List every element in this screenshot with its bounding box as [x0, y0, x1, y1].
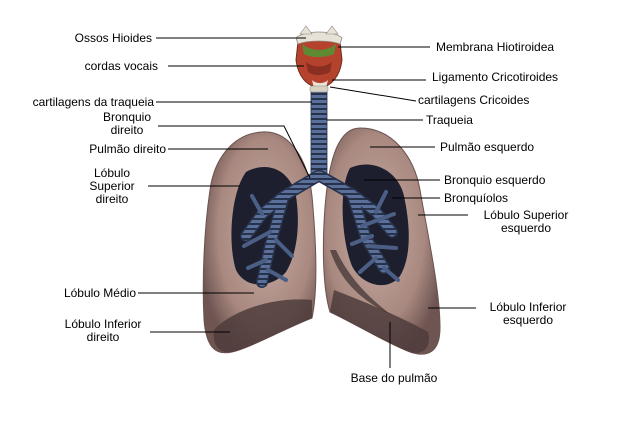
label-lobulo-inferior-esquerdo-line2: esquerdo: [502, 313, 554, 327]
left-lung-base-shadow: [330, 290, 430, 353]
label-pulmao-esquerdo: Pulmão esquerdo: [440, 140, 535, 154]
leader-lines: [138, 37, 476, 368]
label-lobulo-inferior-esquerdo: Lóbulo Inferior esquerdo: [478, 301, 578, 327]
label-lobulo-superior-esquerdo-line1: Lóbulo Superior: [483, 208, 569, 222]
label-lobulo-superior-esquerdo-line2: esquerdo: [500, 221, 552, 235]
label-base-pulmao: Base do pulmão: [350, 371, 438, 385]
label-lobulo-inferior-direito-line1: Lóbulo Inferior: [64, 317, 142, 331]
label-traqueia: Traqueia: [426, 113, 473, 127]
label-bronquio-esquerdo: Bronquio esquerdo: [444, 173, 546, 187]
label-lobulo-superior-direito-line2: Superior: [89, 179, 135, 193]
label-lobulo-superior-direito-line3: direito: [95, 192, 129, 206]
label-cartilagens-traqueia: cartilagens da traqueia: [32, 95, 154, 109]
label-lobulo-superior-direito: Lóbulo Superior direito: [80, 167, 144, 206]
label-lobulo-superior-esquerdo: Lóbulo Superior esquerdo: [470, 209, 582, 235]
label-lobulo-medio: Lóbulo Médio: [63, 286, 136, 300]
label-ossos-hioides: Ossos Hioides: [74, 31, 152, 45]
label-bronquio-direito-line2: direito: [110, 123, 144, 137]
label-bronquio-direito-line1: Bronquio: [102, 110, 152, 124]
label-cordas-vocais: cordas vocais: [84, 59, 158, 73]
trachea: [310, 91, 328, 179]
label-bronquio-direito: Bronquio direito: [96, 111, 158, 137]
label-cartilagens-cricoides: cartilagens Cricoides: [418, 93, 530, 107]
label-lobulo-inferior-direito: Lóbulo Inferior direito: [56, 318, 150, 344]
left-lung-lower-dark: [330, 250, 390, 314]
label-bronquiolos: Bronquíolos: [444, 191, 509, 205]
label-lobulo-inferior-direito-line2: direito: [86, 330, 120, 344]
label-membrana-hiotiroidea: Membrana Hiotiroidea: [436, 40, 555, 54]
larynx: [295, 25, 343, 93]
label-lobulo-inferior-esquerdo-line1: Lóbulo Inferior: [489, 300, 567, 314]
bronchial-tree: [240, 170, 400, 288]
label-pulmao-direito: Pulmão direito: [89, 142, 166, 156]
cricoid-cartilage: [309, 85, 329, 93]
label-ligamento-cricotiroides: Ligamento Cricotiroides: [432, 70, 559, 84]
label-lobulo-superior-direito-line1: Lóbulo: [93, 166, 131, 180]
right-lung-base-shadow: [213, 299, 312, 353]
